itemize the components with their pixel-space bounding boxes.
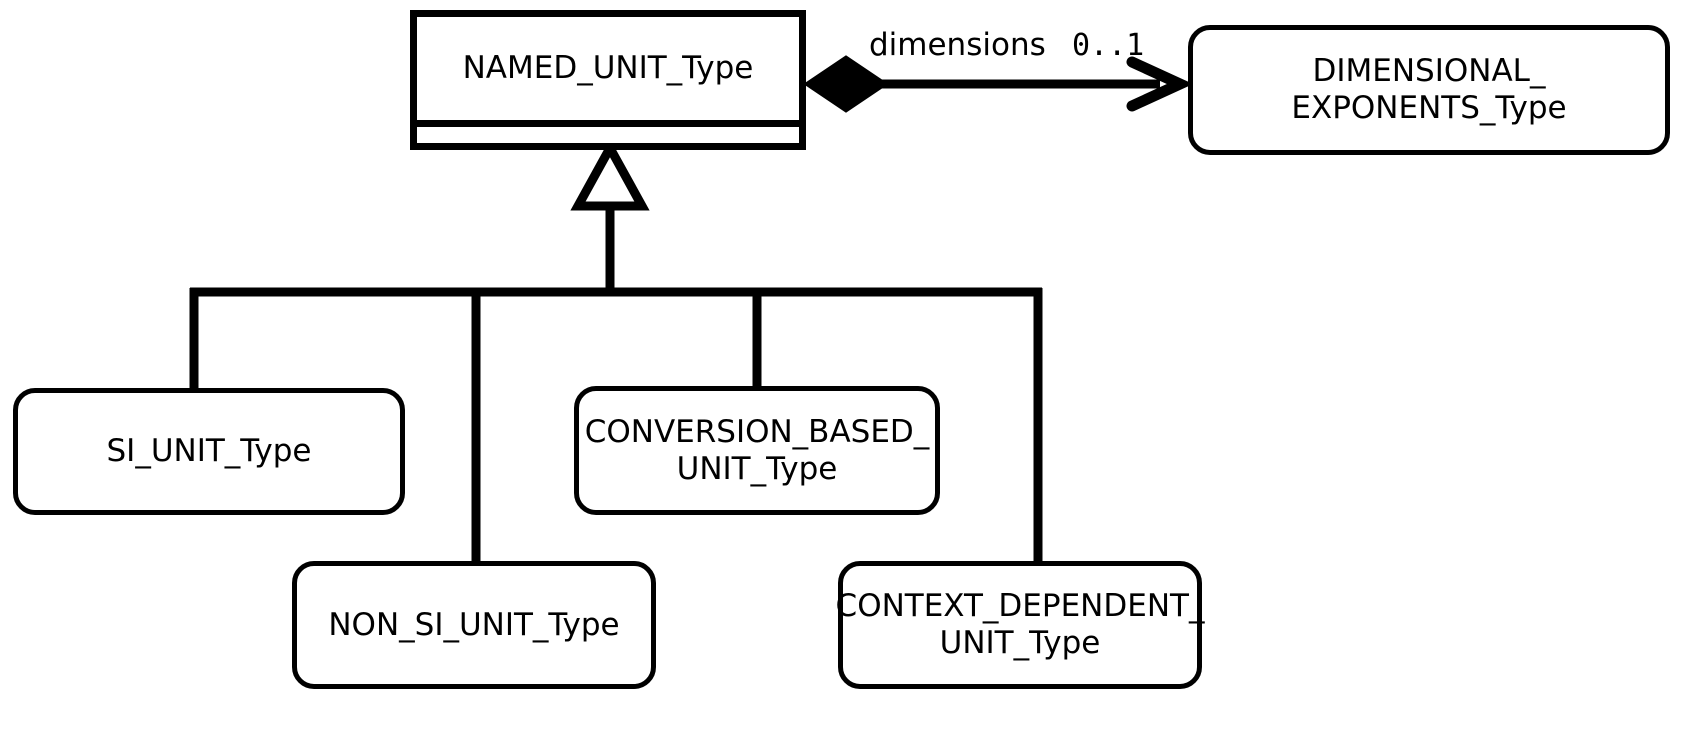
class-attributes-compartment xyxy=(417,127,799,143)
class-node-label: DIMENSIONAL_ EXPONENTS_Type xyxy=(1291,53,1567,126)
hollow-triangle-icon xyxy=(570,138,650,211)
association-role-label-dimensions: dimensions xyxy=(869,27,1046,63)
filled-diamond-icon xyxy=(803,55,889,113)
composition-association xyxy=(803,55,1194,113)
class-node-label: NAMED_UNIT_Type xyxy=(462,50,754,87)
class-node-dimensional-exponents-type[interactable]: DIMENSIONAL_ EXPONENTS_Type xyxy=(1188,25,1670,155)
class-node-conversion-based-unit-type[interactable]: CONVERSION_BASED_ UNIT_Type xyxy=(574,386,940,515)
class-name-compartment: NAMED_UNIT_Type xyxy=(417,17,799,120)
class-node-label: CONTEXT_DEPENDENT_ UNIT_Type xyxy=(835,588,1205,661)
association-multiplicity-label: 0..1 xyxy=(1072,28,1145,63)
class-node-label: CONVERSION_BASED_ UNIT_Type xyxy=(584,413,930,487)
class-node-non-si-unit-type[interactable]: NON_SI_UNIT_Type xyxy=(292,561,656,689)
compartment-divider xyxy=(417,120,799,127)
generalization-tree xyxy=(189,138,1043,566)
class-node-named-unit-type[interactable]: NAMED_UNIT_Type xyxy=(410,10,806,150)
class-node-si-unit-type[interactable]: SI_UNIT_Type xyxy=(13,388,405,515)
class-node-label: NON_SI_UNIT_Type xyxy=(328,606,620,643)
open-arrow-icon xyxy=(1126,56,1194,112)
class-node-label: SI_UNIT_Type xyxy=(106,433,312,470)
class-node-context-dependent-unit-type[interactable]: CONTEXT_DEPENDENT_ UNIT_Type xyxy=(836,561,1204,689)
